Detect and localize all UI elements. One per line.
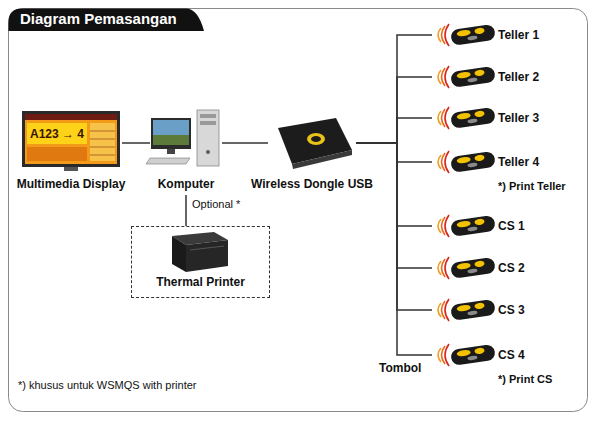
node-caption: Multimedia Display — [17, 177, 126, 191]
button-label: Teller 4 — [498, 155, 539, 169]
button-label: CS 3 — [498, 303, 525, 317]
display-node: Multimedia Display — [20, 105, 122, 195]
computer-illustration — [146, 110, 219, 166]
button-node: Teller 3 — [432, 105, 562, 131]
connector-line — [356, 143, 432, 162]
button-label: CS 1 — [498, 219, 525, 233]
connector-line — [356, 143, 432, 355]
screen-text: A123 → 4 — [30, 127, 84, 141]
title: Diagram Pemasangan — [20, 10, 177, 27]
node-caption: Komputer — [158, 177, 215, 191]
button-label: CS 4 — [498, 348, 525, 362]
connector-line — [356, 143, 432, 310]
node-caption: Wireless Dongle USB — [251, 177, 373, 191]
connector-line — [356, 118, 432, 143]
dongle-node: Wireless Dongle USB — [268, 105, 356, 195]
button-label: CS 2 — [498, 261, 525, 275]
connector-line — [185, 195, 187, 226]
button-node: Teller 4 — [432, 149, 562, 175]
dongle-illustration — [278, 118, 352, 169]
computer-node: Komputer — [150, 105, 222, 195]
button-node: Teller 2 — [432, 64, 562, 90]
connector-line — [356, 77, 432, 143]
connector-line — [122, 142, 150, 144]
button-node: CS 4 — [432, 342, 562, 368]
button-label: Teller 3 — [498, 111, 539, 125]
note-text: *) Print Teller — [498, 180, 566, 192]
button-node: Teller 1 — [432, 22, 562, 48]
display-illustration — [22, 111, 120, 171]
button-label: Teller 1 — [498, 28, 539, 42]
title-tab — [9, 9, 205, 32]
button-node: CS 2 — [432, 255, 562, 281]
frame — [9, 9, 588, 412]
printer-illustration — [172, 232, 228, 272]
edge-label: Optional * — [192, 198, 240, 210]
button-node: CS 1 — [432, 213, 562, 239]
note-text: *) Print CS — [498, 373, 552, 385]
node-caption: Thermal Printer — [156, 275, 245, 289]
printer-box: Thermal Printer — [131, 226, 270, 298]
group-label: Tombol — [379, 361, 421, 375]
footnote: *) khusus untuk WSMQS with printer — [18, 379, 197, 391]
connector-line — [356, 35, 432, 143]
connector-line — [356, 143, 432, 268]
button-label: Teller 2 — [498, 70, 539, 84]
button-node: CS 3 — [432, 297, 562, 323]
remote-illustrations — [438, 24, 496, 366]
connector-line — [222, 142, 268, 144]
